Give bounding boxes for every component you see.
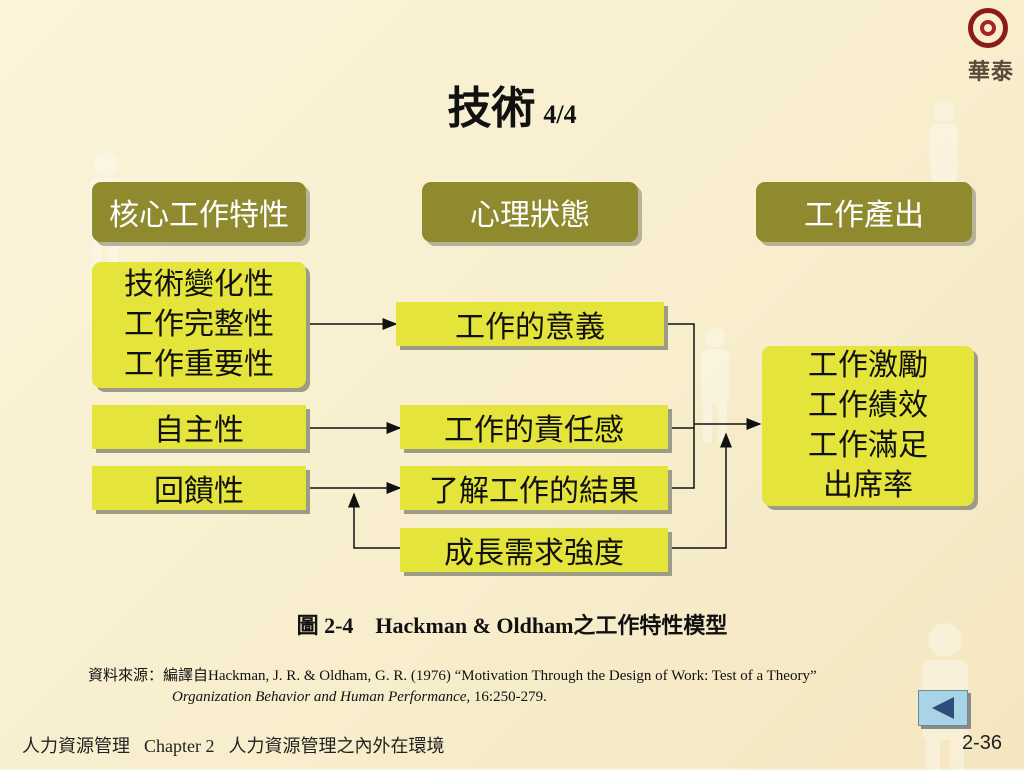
background-figure-icon <box>701 327 729 443</box>
source-line-2: Organization Behavior and Human Performa… <box>88 687 817 708</box>
outcome-performance: 工作績效 <box>808 388 928 423</box>
source-citation: 資料來源：編譯自Hackman, J. R. & Oldham, G. R. (… <box>88 666 817 708</box>
box-autonomy: 自主性 <box>92 405 306 449</box>
back-button[interactable] <box>918 690 968 726</box>
header-psychological-states: 心理狀態 <box>422 182 638 242</box>
journal-volume: 16:250-279. <box>470 689 547 705</box>
arrow-moderator-to-link-left <box>348 492 400 549</box>
figure-caption: 圖 2-4 Hackman & Oldham之工作特性模型 <box>296 613 728 638</box>
page-number: 2-36 <box>962 732 1003 754</box>
footer-chapter-title: 人力資源管理之內外在環境 <box>228 736 445 757</box>
outcome-satisfaction: 工作滿足 <box>808 428 928 463</box>
publisher-logo: 華泰 <box>960 6 1022 85</box>
footer-chapter: Chapter 2 <box>144 736 215 756</box>
box-growth-need-strength: 成長需求強度 <box>400 528 668 572</box>
box-feedback: 回饋性 <box>92 466 306 510</box>
characteristic-skill-variety: 技術變化性 <box>124 267 274 302</box>
logo-text: 華泰 <box>967 59 1014 85</box>
box-skill-identity-significance: 技術變化性 工作完整性 工作重要性 <box>92 262 306 388</box>
logo-ring-icon <box>968 8 1008 48</box>
arrow-moderator-to-link-right <box>668 432 732 549</box>
source-line-1: 資料來源：編譯自Hackman, J. R. & Oldham, G. R. (… <box>88 668 817 684</box>
journal-name: Organization Behavior and Human Performa… <box>172 689 471 705</box>
characteristic-task-significance: 工作重要性 <box>124 347 274 382</box>
footer-book-title: 人力資源管理 <box>22 736 130 757</box>
header-core-characteristics: 核心工作特性 <box>92 182 306 242</box>
box-experienced-meaningfulness: 工作的意義 <box>396 302 664 346</box>
title-main: 技術 <box>447 83 536 134</box>
header-work-outcomes: 工作產出 <box>756 182 972 242</box>
box-experienced-responsibility: 工作的責任感 <box>400 405 668 449</box>
connector-meaning-to-bus <box>664 323 695 489</box>
outcome-motivation: 工作激勵 <box>808 348 928 383</box>
title-page-count: 4/4 <box>543 100 577 129</box>
box-work-outcomes: 工作激勵 工作績效 工作滿足 出席率 <box>762 346 974 506</box>
footer: 人力資源管理 Chapter 2 人力資源管理之內外在環境 <box>22 732 444 758</box>
outcome-attendance: 出席率 <box>823 468 913 503</box>
characteristic-task-identity: 工作完整性 <box>124 307 274 342</box>
left-triangle-icon <box>932 697 954 719</box>
box-knowledge-of-results: 了解工作的結果 <box>400 466 668 510</box>
